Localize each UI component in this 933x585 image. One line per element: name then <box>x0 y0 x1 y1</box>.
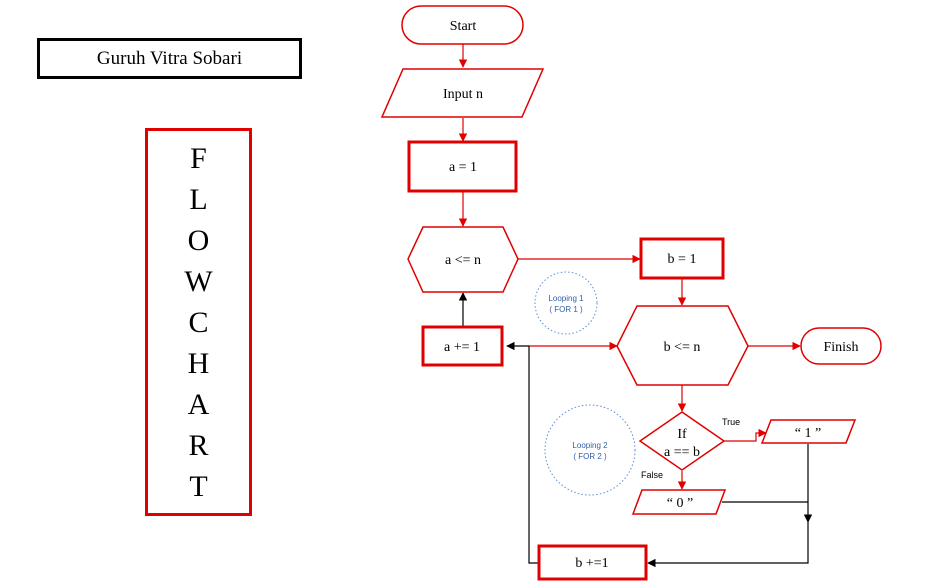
title-letter: H <box>187 346 210 380</box>
title-letter: R <box>188 428 209 462</box>
svg-text:“ 0 ”: “ 0 ” <box>667 496 693 511</box>
node-a-equals-1: a = 1 <box>407 140 518 193</box>
node-a-plus-1: a += 1 <box>421 325 504 367</box>
svg-text:Input n: Input n <box>443 87 483 102</box>
node-finish: Finish <box>800 327 882 365</box>
flowchart-title-box: F L O W C H A R T <box>145 128 252 516</box>
node-b-equals-1: b = 1 <box>639 237 725 280</box>
loop-1-annotation: Looping 1 ( FOR 1 ) <box>534 271 598 335</box>
node-output-1: “ 1 ” <box>760 419 857 444</box>
svg-text:a == b: a == b <box>664 445 700 460</box>
title-letter: W <box>184 264 213 298</box>
svg-text:a = 1: a = 1 <box>449 160 477 175</box>
loop-2-line2: ( FOR 2 ) <box>573 452 607 461</box>
svg-text:Start: Start <box>450 19 477 34</box>
loop-1-line1: Looping 1 <box>548 294 584 303</box>
arrow-if-true <box>724 428 767 442</box>
loop-2-annotation: Looping 2 ( FOR 2 ) <box>544 404 636 496</box>
svg-text:a += 1: a += 1 <box>444 340 480 355</box>
svg-text:b = 1: b = 1 <box>668 252 697 267</box>
title-letter: L <box>189 182 208 216</box>
arrow-incb-to-inca <box>506 341 538 564</box>
loop-1-line2: ( FOR 1 ) <box>549 305 583 314</box>
svg-text:Finish: Finish <box>823 340 858 355</box>
author-box: Guruh Vitra Sobari <box>37 38 302 79</box>
svg-text:b +=1: b +=1 <box>575 556 608 571</box>
node-b-plus-1: b +=1 <box>537 544 648 581</box>
svg-text:“ 1 ”: “ 1 ” <box>795 426 821 441</box>
loop-2-line1: Looping 2 <box>572 441 608 450</box>
svg-text:b <= n: b <= n <box>664 340 701 355</box>
title-letter: F <box>190 141 207 175</box>
svg-text:If: If <box>677 427 687 442</box>
node-cond-a: a <= n <box>407 226 519 293</box>
node-input-n: Input n <box>380 68 545 118</box>
title-letter: A <box>187 387 210 421</box>
node-if-decision: If a == b <box>638 411 726 471</box>
node-cond-b: b <= n <box>616 305 749 386</box>
node-start: Start <box>401 5 524 45</box>
title-letter: T <box>189 469 208 503</box>
author-name: Guruh Vitra Sobari <box>96 47 243 69</box>
node-output-0: “ 0 ” <box>631 489 727 515</box>
title-letter: C <box>188 305 209 339</box>
false-label: False <box>641 470 663 480</box>
connectors <box>458 44 813 568</box>
true-label: True <box>722 417 740 427</box>
arrow-merge-to-incb <box>647 522 809 568</box>
title-letter: O <box>187 223 210 257</box>
svg-text:a <= n: a <= n <box>445 253 481 268</box>
